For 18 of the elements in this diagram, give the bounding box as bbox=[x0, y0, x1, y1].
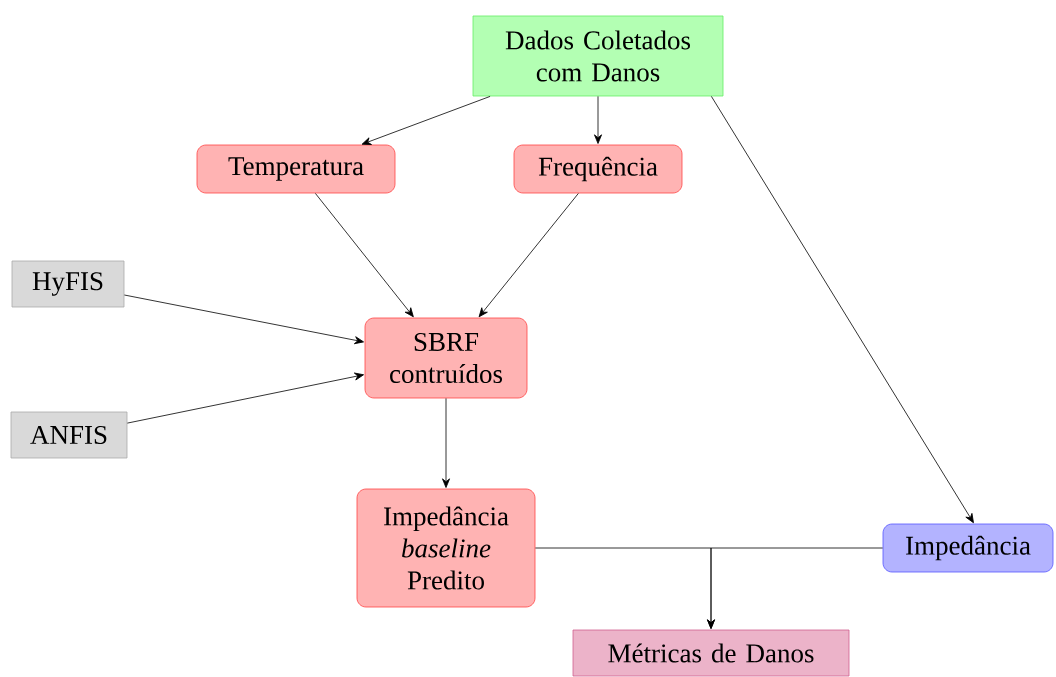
data-box: Dados Coletados com Danos bbox=[472, 15, 724, 97]
process-box: Impedância baseline Predito bbox=[356, 488, 536, 608]
arrow bbox=[315, 193, 414, 318]
arrow bbox=[707, 547, 883, 629]
arrow bbox=[594, 96, 602, 144]
arrow bbox=[361, 96, 491, 145]
arrow bbox=[124, 294, 364, 345]
process-box: Impedância bbox=[882, 523, 1054, 573]
process-box: SBRF contruídos bbox=[364, 317, 528, 399]
arrow bbox=[711, 96, 974, 524]
arrow bbox=[127, 372, 364, 424]
process-box: Frequência bbox=[513, 144, 683, 194]
method-box: ANFIS bbox=[10, 411, 128, 459]
process-box: Temperatura bbox=[196, 144, 396, 194]
method-box: HyFIS bbox=[11, 260, 125, 308]
arrow bbox=[442, 398, 450, 488]
result-box: Métricas de Danos bbox=[572, 629, 850, 677]
arrow bbox=[478, 193, 579, 318]
